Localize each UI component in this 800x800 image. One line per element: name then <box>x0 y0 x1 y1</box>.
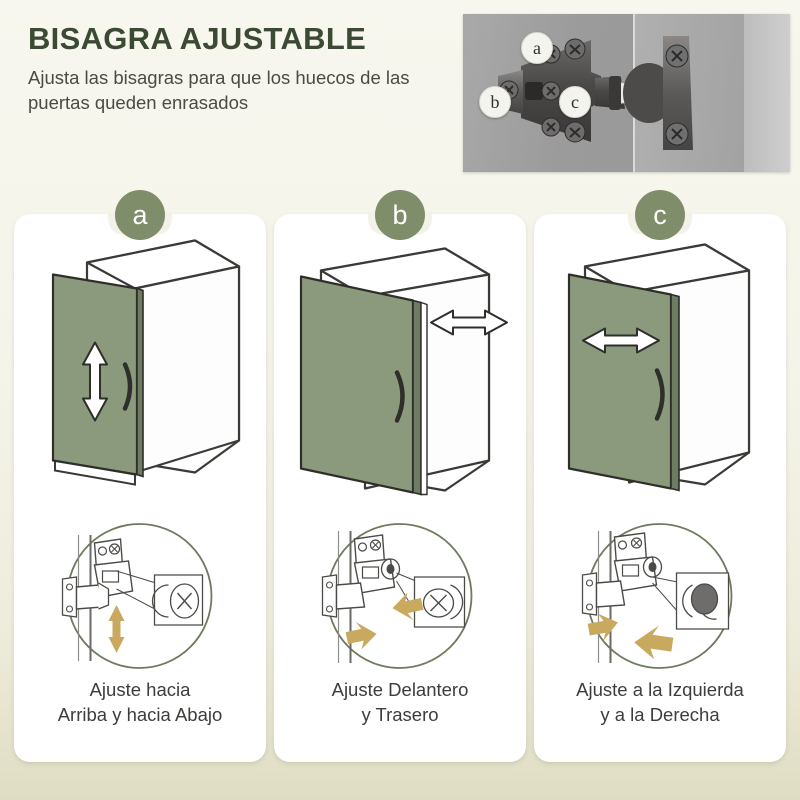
adjustment-cards: a <box>14 190 786 762</box>
card-a-caption-line1: Ajuste hacia <box>89 679 191 700</box>
card-b-badge: b <box>375 190 425 240</box>
card-b-caption-line2: y Trasero <box>361 703 439 725</box>
card-c-caption: Ajuste a la Izquierda y a la Derecha <box>568 678 752 728</box>
card-b-cabinet-illustration <box>274 214 526 516</box>
page-title: BISAGRA AJUSTABLE <box>28 21 367 56</box>
card-a[interactable]: a <box>14 190 266 762</box>
card-c[interactable]: c <box>534 190 786 762</box>
page-subtitle: Ajusta las bisagras para que los huecos … <box>28 67 410 113</box>
card-c-hinge-detail <box>534 516 786 676</box>
photo-label-b: b <box>479 86 511 118</box>
photo-hinge-illustration <box>498 36 693 150</box>
header: BISAGRA AJUSTABLE Ajusta las bisagras pa… <box>28 21 468 115</box>
card-a-caption: Ajuste hacia Arriba y hacia Abajo <box>50 678 231 728</box>
detail-arrow-diagonal <box>345 592 424 650</box>
card-b-caption: Ajuste Delantero y Trasero <box>324 678 477 728</box>
card-b-caption-line1: Ajuste Delantero <box>331 679 469 700</box>
detail-arrow-diagonal <box>587 613 674 660</box>
card-a-caption-line2: Arriba y hacia Abajo <box>57 703 223 725</box>
hinge-photo: b a c <box>463 14 790 172</box>
card-a-badge: a <box>115 190 165 240</box>
photo-label-c: c <box>559 86 591 118</box>
card-a-cabinet-illustration <box>14 214 266 516</box>
detail-arrow-vertical <box>108 605 125 653</box>
card-c-caption-line2: y a la Derecha <box>600 703 720 725</box>
card-c-badge: c <box>635 190 685 240</box>
card-b-hinge-detail <box>274 516 526 676</box>
card-b[interactable]: b <box>274 190 526 762</box>
card-c-caption-line1: Ajuste a la Izquierda <box>576 679 744 700</box>
photo-label-a: a <box>521 32 553 64</box>
photo-cabinet-panel-far <box>744 14 790 172</box>
card-c-cabinet-illustration <box>534 214 786 516</box>
card-a-hinge-detail <box>14 516 266 676</box>
